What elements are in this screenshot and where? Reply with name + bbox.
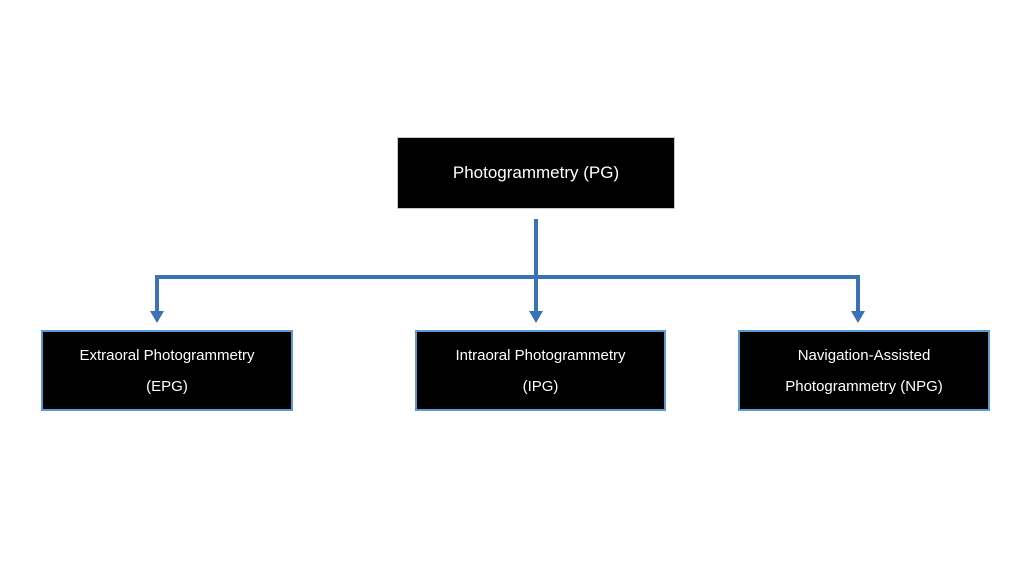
node-photogrammetry: Photogrammetry (PG)	[397, 137, 675, 209]
node-label-line2: (EPG)	[146, 377, 188, 395]
arrowhead-epg	[150, 311, 164, 323]
node-navigation-assisted-photogrammetry: Navigation-Assisted Photogrammetry (NPG)	[738, 330, 990, 411]
node-intraoral-photogrammetry: Intraoral Photogrammetry (IPG)	[415, 330, 666, 411]
node-label-line1: Intraoral Photogrammetry	[455, 346, 626, 364]
node-label-line1: Extraoral Photogrammetry	[79, 346, 255, 364]
node-label-line2: (IPG)	[522, 377, 559, 395]
arrowhead-ipg	[529, 311, 543, 323]
node-label-line2: Photogrammetry (NPG)	[785, 377, 943, 395]
node-label-line1: Navigation-Assisted	[797, 346, 931, 364]
node-extraoral-photogrammetry: Extraoral Photogrammetry (EPG)	[41, 330, 293, 411]
node-label: Photogrammetry (PG)	[452, 163, 620, 182]
arrowhead-npg	[851, 311, 865, 323]
